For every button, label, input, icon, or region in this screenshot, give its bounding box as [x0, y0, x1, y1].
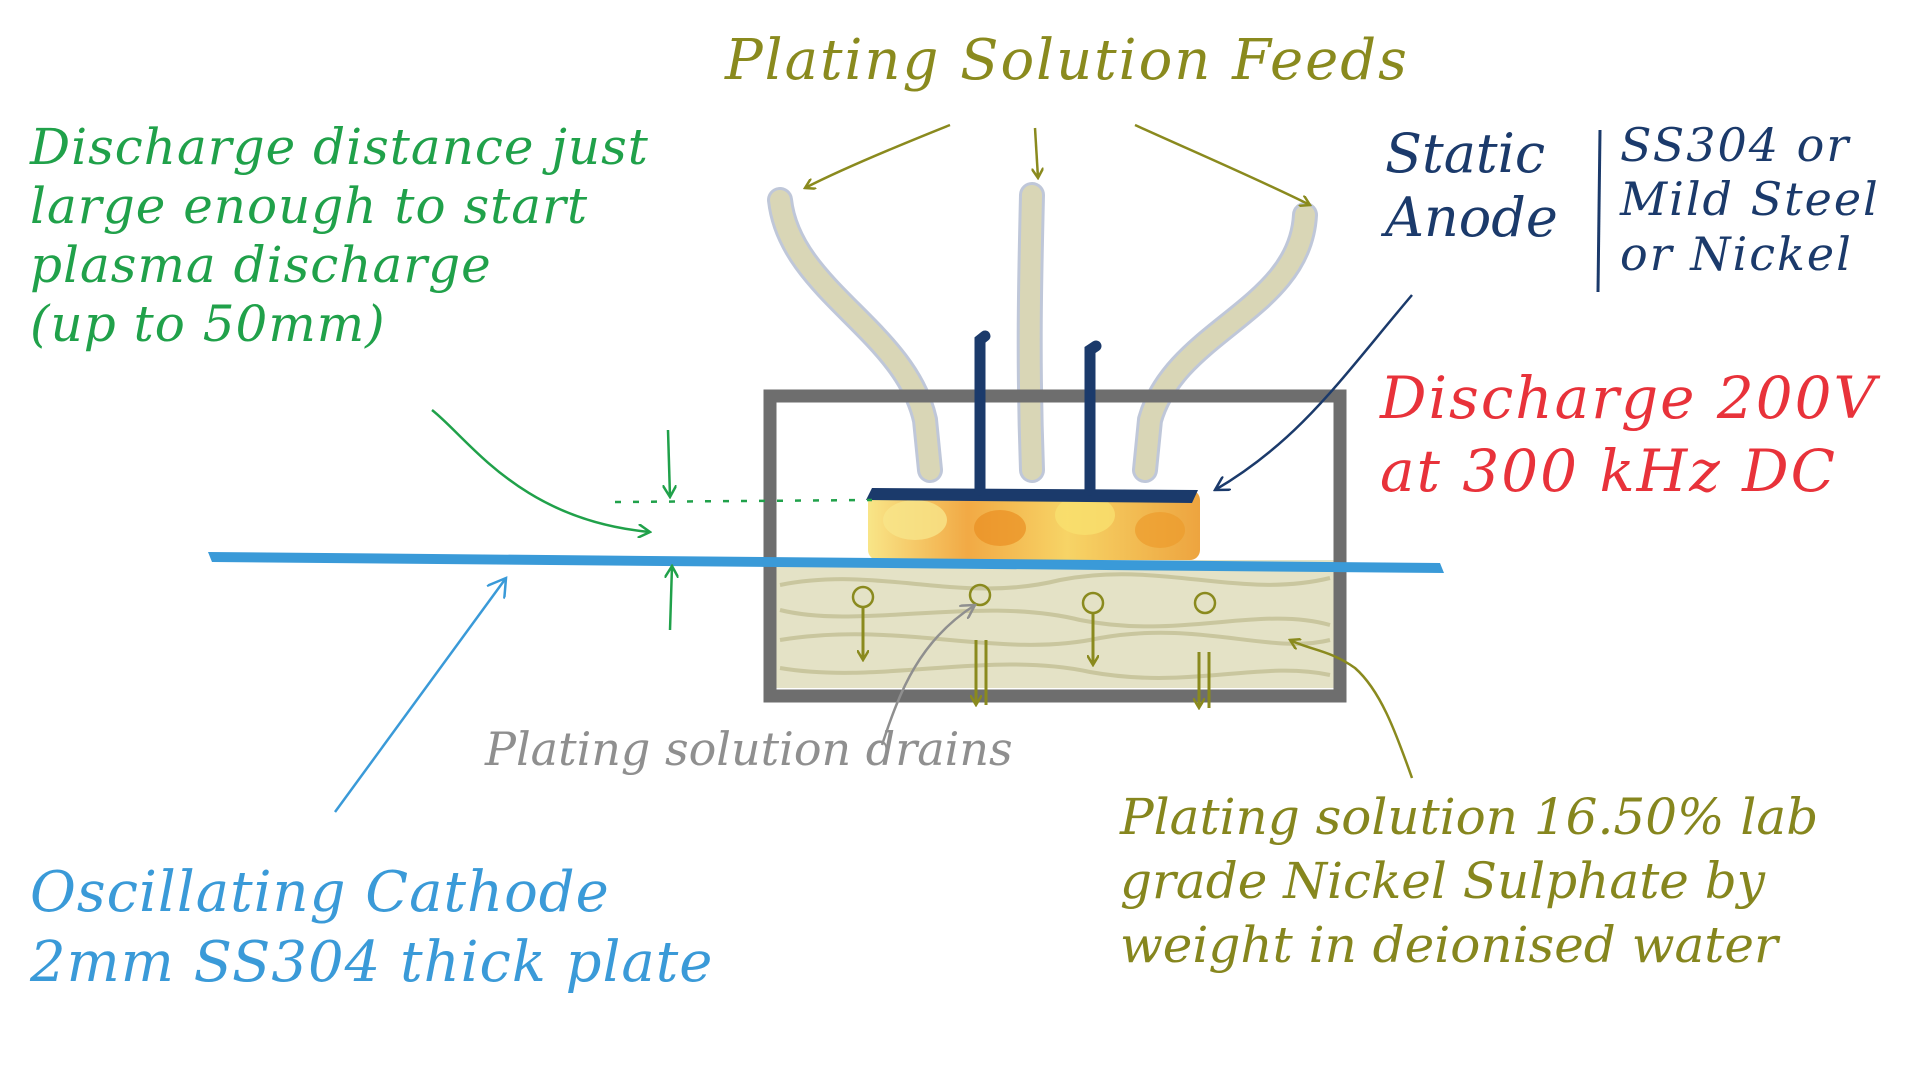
solution-leader-arrow: [1290, 640, 1414, 779]
discharge-gap-line-3: plasma discharge: [30, 236, 492, 294]
anode-label-line-1: Static: [1385, 122, 1546, 185]
solution-line-2: grade Nickel Sulphate by: [1120, 852, 1766, 910]
discharge-params-line-2: at 300 kHz DC: [1380, 436, 1838, 505]
cathode-line-2: 2mm SS304 thick plate: [30, 930, 714, 995]
discharge-gap-line-1: Discharge distance just: [30, 118, 649, 176]
feed-arrow-left: [805, 123, 951, 188]
discharge-params-label: Discharge 200V at 300 kHz DC: [1380, 362, 1877, 507]
feed-pipe-left: [767, 187, 943, 483]
gap-reference-line: [614, 498, 873, 504]
drain-markers: [851, 583, 1217, 708]
discharge-params-line-1: Discharge 200V: [1380, 364, 1878, 432]
plasma-discharge-zone: [868, 490, 1200, 560]
drain-2: [968, 583, 992, 705]
drain-1: [851, 585, 875, 660]
anode-label-line-2: Anode: [1385, 185, 1558, 249]
feed-arrow-middle: [1035, 127, 1038, 178]
gap-label-leader: [431, 409, 650, 532]
cathode-leader-arrow: [333, 578, 506, 813]
anode-material-line-3: or Nickel: [1620, 226, 1853, 281]
anode-material-label: SS304 or Mild Steel or Nickel: [1620, 118, 1880, 281]
solution-line-1: Plating solution 16.50% lab: [1120, 788, 1819, 846]
discharge-gap-line-4: (up to 50mm): [30, 295, 386, 353]
feed-pipe-right: [1132, 202, 1318, 483]
drains-label: Plating solution drains: [485, 722, 1013, 776]
drain-3: [1081, 591, 1105, 665]
drain-4: [1195, 591, 1217, 708]
drains-leader-arrow: [880, 605, 975, 746]
anode-label-divider: [1596, 129, 1602, 293]
gap-top-arrow: [668, 429, 670, 497]
solution-label: Plating solution 16.50% lab grade Nickel…: [1120, 785, 1818, 977]
anode-material-line-2: Mild Steel: [1620, 172, 1880, 227]
feed-arrow-right: [1134, 123, 1310, 205]
discharge-gap-line-2: large enough to start: [30, 177, 589, 235]
anode-label: Static Anode: [1385, 122, 1558, 249]
plating-solution-bath: [776, 560, 1334, 688]
anode-leader-arrow: [1215, 294, 1413, 490]
discharge-gap-label: Discharge distance just large enough to …: [30, 118, 649, 354]
solution-line-3: weight in deionised water: [1120, 916, 1778, 974]
static-anode: [866, 330, 1198, 503]
oscillating-cathode: [208, 552, 1444, 573]
gap-bottom-arrow: [670, 566, 672, 631]
plating-tank: [763, 389, 1347, 703]
anode-material-line-1: SS304 or: [1620, 118, 1851, 172]
cathode-label: Oscillating Cathode 2mm SS304 thick plat…: [30, 858, 713, 998]
feeds-label: Plating Solution Feeds: [725, 28, 1409, 93]
feed-pipe-middle: [1016, 182, 1045, 483]
cathode-line-1: Oscillating Cathode: [30, 860, 610, 925]
